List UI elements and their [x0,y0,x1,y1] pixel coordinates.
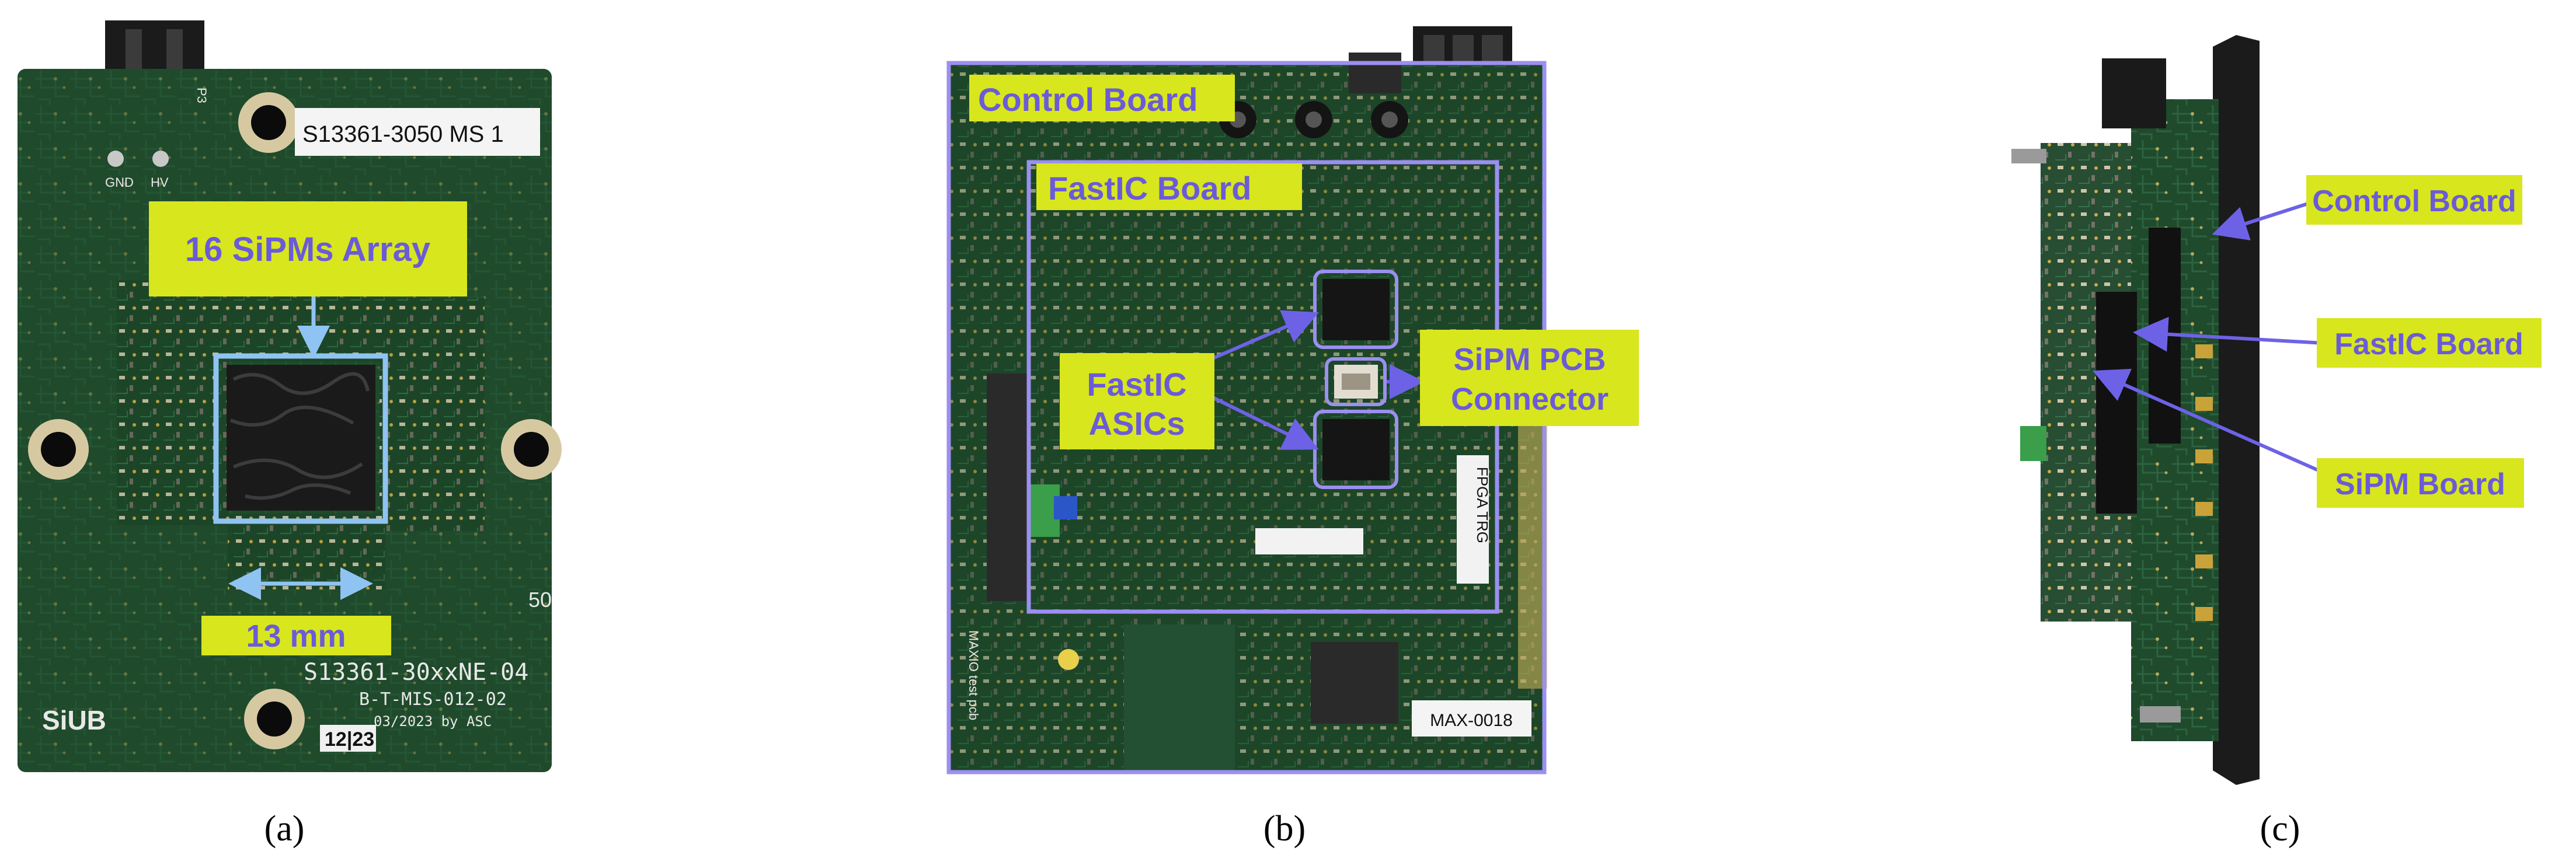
label-sipm-pcb-connector: SiPM PCB Connector [1420,330,1639,426]
side-number-silkscreen: 50 [528,588,552,612]
panel-c: Control Board FastIC Board SiPM Board (c… [2011,35,2542,849]
mounting-hole [28,419,89,480]
label-text-line2: ASICs [1089,405,1185,442]
caption-a: (a) [264,809,305,849]
mounting-hole [238,92,299,153]
label-text: FastIC Board [1048,170,1252,207]
p3-silkscreen: P3 [194,88,209,103]
date-silkscreen: 03/2023 by ASC [374,713,492,730]
hv-silkscreen: HV [151,175,169,190]
part-number-sticker [295,108,540,156]
component-cluster [380,298,485,531]
sipm-sensor [227,365,375,511]
caption-c: (c) [2260,809,2300,849]
label-sipm-board-c: SiPM Board [2317,458,2524,508]
component-cluster [117,280,228,525]
label-fastic-board-b: FastIC Board [1036,163,1302,210]
label-text: 13 mm [246,619,346,654]
asic-arrow-lower [1210,395,1319,450]
side-view-photo [2011,35,2260,785]
siub-logo: SiUB [42,705,106,735]
model-silkscreen: S13361-30xxNE-04 [304,659,528,686]
label-control-board-b: Control Board [969,75,1235,121]
caption-b: (b) [1263,809,1306,849]
max-sticker-text: MAX-0018 [1430,711,1513,730]
label-text: Control Board [2312,184,2516,218]
board-code-silkscreen: B-T-MIS-012-02 [359,689,507,710]
revision-badge-text: 12|23 [325,728,374,751]
sticker-text: S13361-3050 MS 1 [302,121,504,147]
label-text-line1: FastIC [1087,366,1186,403]
revision-badge [320,725,376,752]
panel-a: S13361-3050 MS 1 GND HV P3 S13361-30xxNE… [18,20,562,849]
label-text: SiPM Board [2335,467,2505,501]
mounting-hole [501,419,562,480]
fastic-board-arrow [2133,316,2324,352]
fastic-asic-chip [1322,419,1390,480]
label-text: Control Board [978,81,1198,118]
label-fastic-asics: FastIC ASICs [1060,353,1214,449]
label-text: FastIC Board [2334,327,2523,361]
sipm-board-photo: S13361-3050 MS 1 GND HV P3 S13361-30xxNE… [18,20,562,772]
label-fastic-board-c: FastIC Board [2317,318,2542,368]
label-16-sipms-array: 16 SiPMs Array [149,201,467,296]
component-cluster [228,514,385,589]
mounting-hole [244,689,305,749]
label-13-mm: 13 mm [201,616,391,655]
sipm-board-arrow [2093,368,2325,474]
label-control-board-c: Control Board [2306,175,2522,225]
label-text: 16 SiPMs Array [185,231,430,268]
pcb-silkscreen: MAXIO test pcb [966,630,981,720]
control-board-arrow [2212,200,2316,240]
fastic-asic-chip [1322,279,1390,340]
gnd-silkscreen: GND [105,175,134,190]
label-text-line1: SiPM PCB [1453,342,1606,377]
panel-b: FPGA TRG MAXIO test pcb MAX-0018 [946,26,1639,849]
asic-arrow-upper [1210,310,1320,361]
label-text-line2: Connector [1451,382,1609,417]
fpga-sticker-text: FPGA TRG [1474,467,1491,543]
